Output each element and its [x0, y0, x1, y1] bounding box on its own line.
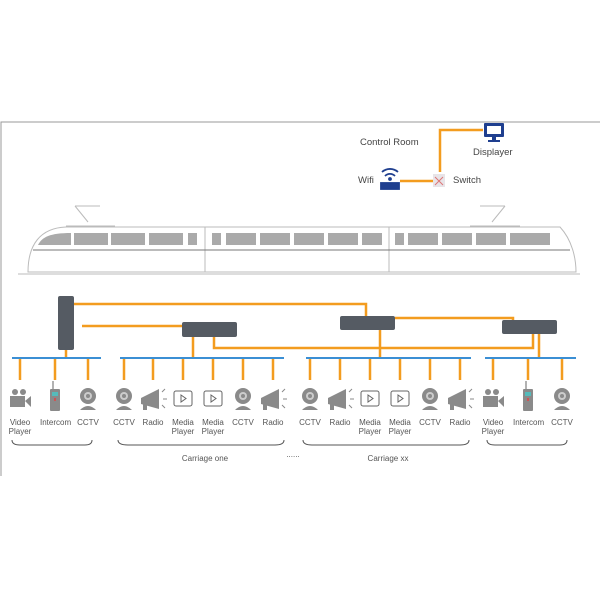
device-label: Radio — [329, 418, 351, 427]
device-label: CCTV — [419, 418, 441, 427]
cctv-icon — [235, 388, 251, 410]
device-label: Intercom — [40, 418, 72, 427]
device-label: Radio — [142, 418, 164, 427]
video-camera-icon — [483, 389, 504, 407]
device-label: CCTV — [77, 418, 99, 427]
device-label: Radio — [262, 418, 284, 427]
megaphone-icon — [261, 388, 287, 410]
control-room-label: Control Room — [360, 137, 419, 148]
device-label: Media Player — [388, 418, 412, 436]
ellipsis: ...... — [286, 450, 300, 459]
io-switches — [58, 296, 557, 350]
switch-icon — [433, 174, 445, 187]
braces — [11, 439, 568, 446]
wifi-router-icon — [380, 168, 400, 190]
switch-label: Switch — [453, 175, 481, 186]
play-icon — [390, 390, 410, 407]
intercom-icon — [50, 381, 60, 411]
device-label: Intercom — [513, 418, 545, 427]
carriage-one-switch — [182, 322, 237, 337]
displayer-monitor-icon — [484, 123, 504, 142]
carriage-xx-switch — [340, 316, 395, 330]
train-windows — [38, 233, 550, 245]
device-label: Media Player — [358, 418, 382, 436]
megaphone-icon — [448, 388, 474, 410]
wifi-label: Wifi — [358, 175, 374, 186]
device-label: CCTV — [113, 418, 135, 427]
device-label: CCTV — [299, 418, 321, 427]
end-switch — [502, 320, 557, 334]
main-switch — [58, 296, 74, 350]
video-camera-icon — [10, 389, 31, 407]
carriage-xx-caption: Carriage xx — [367, 454, 409, 463]
megaphone-icon — [328, 388, 354, 410]
cctv-icon — [116, 388, 132, 410]
cctv-icon — [554, 388, 570, 410]
device-label: CCTV — [232, 418, 254, 427]
play-icon — [173, 390, 193, 407]
cctv-icon — [422, 388, 438, 410]
play-icon — [203, 390, 223, 407]
device-label: Media Player — [171, 418, 195, 436]
device-label: Media Player — [201, 418, 225, 436]
frame — [0, 121, 600, 476]
control-room-links — [400, 128, 483, 183]
megaphone-icon — [141, 388, 167, 410]
intercom-icon — [523, 381, 533, 411]
ethernet-links — [64, 302, 541, 358]
carriage-one-caption: Carriage one — [181, 454, 229, 463]
displayer-label: Displayer — [473, 147, 513, 158]
device-label: Video Player — [8, 418, 32, 436]
device-label: CCTV — [551, 418, 573, 427]
device-label: Video Player — [481, 418, 505, 436]
device-label: Radio — [449, 418, 471, 427]
cctv-icon — [302, 388, 318, 410]
play-icon — [360, 390, 380, 407]
cctv-icon — [80, 388, 96, 410]
